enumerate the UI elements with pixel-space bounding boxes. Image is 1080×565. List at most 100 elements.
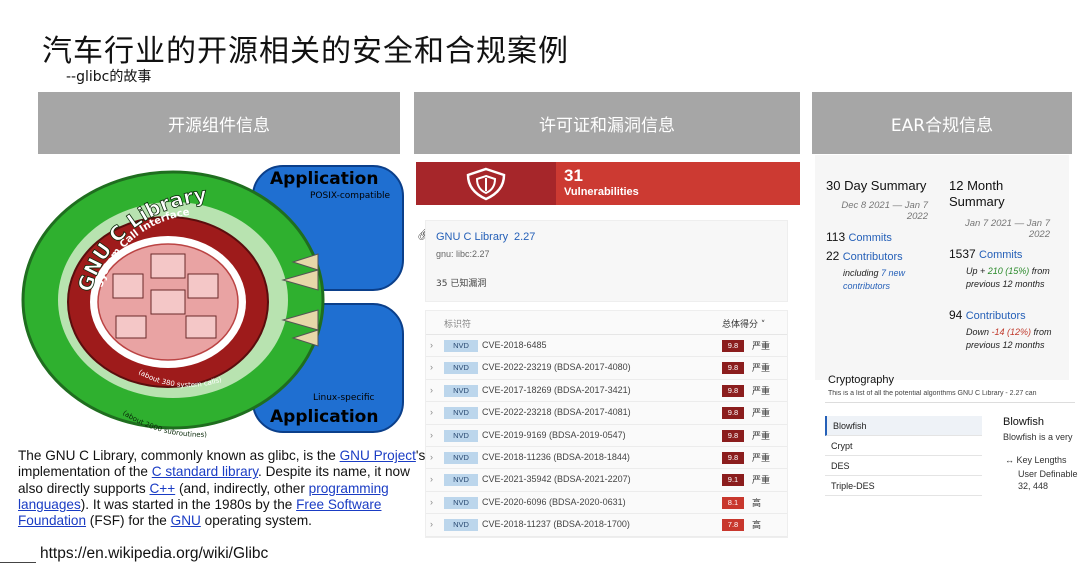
chevron-right-icon[interactable]: › — [430, 407, 433, 418]
wiki-text: operating system. — [200, 513, 312, 529]
link-cpp[interactable]: C++ — [149, 480, 176, 496]
wiki-text: . Despite its name, it now also directly… — [18, 464, 410, 496]
summary-30-title: 30 Day Summary — [826, 178, 927, 193]
note-text: from — [1029, 266, 1050, 276]
chevron-right-icon[interactable]: › — [430, 519, 433, 530]
kernel-module — [150, 289, 186, 315]
link-programming-languages[interactable]: programming languages — [18, 480, 389, 512]
link-gnu[interactable]: GNU — [170, 513, 201, 529]
cve-id[interactable]: CVE-2018-6485 — [482, 340, 547, 350]
package-name[interactable]: GNU C Library — [436, 231, 509, 243]
divider — [825, 402, 1075, 403]
kernel-module — [112, 273, 144, 299]
commits-12-label[interactable]: Commits — [979, 249, 1023, 261]
header-ear: EAR合规信息 — [812, 92, 1072, 154]
known-vulnerabilities: 35 已知漏洞 — [436, 279, 487, 289]
note-text: from — [1031, 327, 1052, 337]
date-range: Dec 8 2021 — Jan 7 — [841, 200, 928, 211]
contributors-30-label[interactable]: Contributors — [842, 251, 903, 263]
package-id: gnu: libc:2.27 — [436, 249, 490, 259]
note-text: previous 12 months — [966, 279, 1045, 289]
commits-30-label[interactable]: Commits — [848, 232, 892, 244]
cve-id[interactable]: CVE-2021-35942 (BDSA-2021-2207) — [482, 474, 631, 485]
cve-id[interactable]: CVE-2018-11237 (BDSA-2018-1700) — [482, 519, 630, 530]
contributors-link[interactable]: contributors — [843, 281, 891, 291]
note-text: Up + — [966, 266, 988, 276]
cve-id[interactable]: CVE-2019-9169 (BDSA-2019-0547) — [482, 429, 626, 440]
algorithm-item[interactable]: Crypt — [825, 436, 982, 456]
severity-label: 严重 — [752, 453, 771, 464]
package-card: GNU C Library 2.27 gnu: libc:2.27 35 已知漏… — [425, 220, 788, 302]
diagram-posix: POSIX-compatible — [310, 191, 391, 201]
link-c-standard-library[interactable]: C standard library — [151, 464, 259, 480]
summary-12-title: 12 Month Summary — [949, 178, 1005, 210]
column-header-id[interactable]: 标识符 — [444, 320, 472, 330]
cve-id[interactable]: CVE-2018-11236 (BDSA-2018-1844) — [482, 451, 630, 462]
algorithm-item[interactable]: Blowfish — [825, 416, 982, 436]
arrow — [291, 253, 319, 271]
wiki-url: https://en.wikipedia.org/wiki/Glibc — [40, 545, 269, 562]
summary-12-title-line: Summary — [949, 194, 1005, 209]
score-badge: 9.8 — [722, 429, 744, 442]
chevron-right-icon[interactable]: › — [430, 362, 433, 373]
source-badge: NVD — [444, 362, 478, 375]
date-year: 2022 — [906, 211, 928, 222]
wiki-text: ). It was started in the 1980s by the — [80, 496, 297, 512]
note-text: including — [843, 268, 882, 278]
commits-30: 113 Commits — [826, 230, 892, 244]
source-badge: NVD — [444, 519, 478, 532]
severity-label: 严重 — [752, 431, 771, 442]
ear-summary-panel: 30 Day Summary Dec 8 2021 — Jan 7 2022 1… — [815, 155, 1069, 380]
cve-id[interactable]: CVE-2020-6096 (BDSA-2020-0631) — [482, 496, 626, 507]
algorithm-item[interactable]: Triple-DES — [825, 476, 982, 496]
chevron-right-icon[interactable]: › — [430, 340, 433, 350]
wiki-text: (and, indirectly, other — [175, 480, 309, 496]
contributors-12-label[interactable]: Contributors — [965, 310, 1026, 322]
contributors-12-count: 94 — [949, 308, 963, 322]
cve-id[interactable]: CVE-2017-18269 (BDSA-2017-3421) — [482, 384, 631, 395]
algorithm-item[interactable]: DES — [825, 456, 982, 476]
chevron-right-icon[interactable]: › — [430, 451, 433, 462]
cryptography-title: Cryptography — [828, 374, 895, 386]
source-badge: NVD — [444, 429, 478, 442]
divider — [0, 562, 36, 563]
wiki-text: The GNU C Library, commonly known as gli… — [18, 448, 340, 463]
new-contributors-link[interactable]: 7 new — [881, 268, 906, 278]
column-header-score[interactable]: 总体得分 ˅ — [722, 320, 766, 330]
table-row[interactable]: › NVD CVE-2019-9169 (BDSA-2019-0547) 9.8 严重 — [426, 425, 787, 447]
link-fsf[interactable]: Free Software Foundation — [18, 496, 382, 529]
commits-12-count: 1537 — [949, 247, 976, 261]
severity-label: 高 — [752, 498, 762, 509]
score-badge: 9.8 — [722, 451, 744, 464]
algorithm-detail-title: Blowfish — [1003, 416, 1044, 428]
wiki-text: 's implementation of the — [18, 448, 426, 480]
cryptography-description: This is a list of all the potential algo… — [828, 390, 1037, 397]
cve-id[interactable]: CVE-2022-23218 (BDSA-2017-4081) — [482, 407, 631, 418]
contributors-30-count: 22 — [826, 249, 840, 263]
cve-id[interactable]: CVE-2022-23219 (BDSA-2017-4080) — [482, 362, 631, 373]
source-badge: NVD — [444, 407, 478, 420]
arrow — [281, 269, 319, 291]
chevron-right-icon[interactable]: › — [430, 496, 433, 507]
key-lengths-sizes: 32, 448 — [1018, 481, 1049, 491]
severity-label: 高 — [752, 521, 762, 532]
contributors-12-note: Down -14 (12%) from previous 12 months — [966, 326, 1052, 352]
vulnerability-banner: 31 Vulnerabilities — [416, 162, 800, 205]
package-version[interactable]: 2.27 — [514, 231, 536, 243]
summary-12-date: Jan 7 2021 — Jan 7 2022 — [949, 218, 1050, 240]
shield-icon — [416, 162, 556, 205]
score-badge: 9.8 — [722, 384, 744, 397]
link-gnu-project[interactable]: GNU Project — [339, 448, 416, 463]
chevron-right-icon[interactable]: › — [430, 384, 433, 395]
chevron-right-icon[interactable]: › — [430, 429, 433, 440]
severity-label: 严重 — [752, 386, 771, 397]
chevron-right-icon[interactable]: › — [430, 474, 433, 485]
